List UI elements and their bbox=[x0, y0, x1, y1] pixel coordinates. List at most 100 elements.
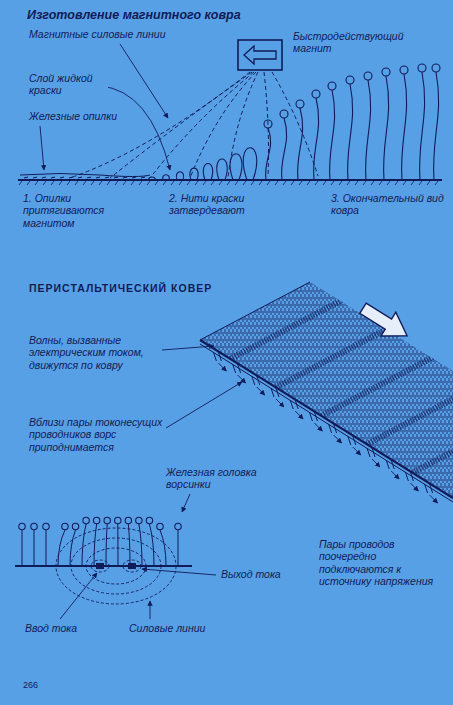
wire-pair bbox=[252, 376, 265, 395]
current-arrow bbox=[295, 411, 303, 419]
iron-head bbox=[175, 523, 181, 529]
ground-hatch bbox=[387, 181, 390, 185]
callout: Выход тока bbox=[220, 568, 310, 580]
iron-head bbox=[115, 517, 121, 523]
step-caption: 1. Опилки притягиваются магнитом bbox=[22, 192, 144, 229]
iron-head bbox=[31, 523, 37, 529]
paint-loop bbox=[163, 175, 170, 180]
ground-hatch bbox=[123, 181, 126, 185]
paint-loop bbox=[176, 172, 183, 180]
step-caption: 2. Нити краски затвердевают bbox=[168, 192, 280, 217]
ground-hatch bbox=[395, 181, 398, 185]
iron-head bbox=[136, 517, 142, 523]
current-arrow bbox=[430, 495, 438, 503]
iron-head bbox=[19, 523, 25, 529]
wire-pair bbox=[425, 484, 438, 503]
paint-strand bbox=[266, 128, 271, 180]
iron-filing bbox=[33, 177, 37, 178]
pile-stem bbox=[128, 524, 130, 566]
pile-stem bbox=[70, 530, 76, 566]
wire bbox=[252, 376, 260, 385]
pile-stem bbox=[22, 530, 23, 566]
iron-head bbox=[72, 523, 78, 529]
paint-loop bbox=[230, 154, 242, 180]
iron-head bbox=[83, 517, 89, 523]
strand-head bbox=[280, 110, 288, 118]
wire bbox=[386, 460, 394, 469]
ground-hatch bbox=[163, 181, 166, 185]
field-line bbox=[123, 560, 141, 572]
ground-hatch bbox=[219, 181, 222, 185]
ground-hatch bbox=[67, 181, 70, 185]
paint-loop bbox=[243, 148, 257, 180]
leader-line bbox=[166, 382, 242, 428]
ground-hatch bbox=[411, 181, 414, 185]
current-arrow bbox=[334, 435, 342, 443]
pile-stem bbox=[117, 524, 118, 566]
ground-hatch bbox=[331, 181, 334, 185]
ground-hatch bbox=[427, 181, 430, 185]
leader-line bbox=[40, 126, 44, 170]
ground-hatch bbox=[195, 181, 198, 185]
wave-ridge bbox=[321, 337, 453, 416]
current-arrow bbox=[391, 471, 399, 479]
step-caption: 3. Окончательный вид ковра bbox=[330, 192, 446, 217]
ground-hatch bbox=[115, 181, 118, 185]
ground-hatch bbox=[267, 181, 270, 185]
current-arrow bbox=[410, 483, 418, 491]
ground-hatch bbox=[59, 181, 62, 185]
leader-line bbox=[150, 601, 151, 619]
field-line bbox=[272, 72, 318, 176]
wire bbox=[290, 400, 298, 409]
strand-head bbox=[400, 66, 408, 74]
ground-hatch bbox=[43, 181, 46, 185]
iron-filing bbox=[78, 177, 82, 178]
ground-hatch bbox=[179, 181, 182, 185]
leader-line bbox=[120, 44, 168, 118]
field-line bbox=[71, 538, 161, 594]
iron-filing bbox=[105, 177, 109, 178]
ground-hatch bbox=[275, 181, 278, 185]
wire-pair bbox=[329, 424, 342, 443]
wire bbox=[233, 364, 241, 373]
iron-head bbox=[104, 517, 110, 523]
conductor bbox=[96, 563, 104, 569]
ground-hatch bbox=[227, 181, 230, 185]
leader-line bbox=[162, 346, 214, 350]
paint-layer bbox=[20, 174, 150, 177]
wire bbox=[309, 412, 317, 421]
current-arrow bbox=[218, 363, 226, 371]
ground-hatch bbox=[379, 181, 382, 185]
ground-hatch bbox=[19, 181, 22, 185]
iron-filing bbox=[141, 177, 145, 178]
ground-hatch bbox=[99, 181, 102, 185]
wire-pair bbox=[290, 400, 303, 419]
iron-filing bbox=[114, 177, 118, 178]
wire bbox=[271, 388, 279, 397]
callout: Волны, вызванные электрическим током, дв… bbox=[28, 334, 160, 371]
field-line bbox=[86, 548, 146, 584]
ground-hatch bbox=[27, 181, 30, 185]
ground-hatch bbox=[235, 181, 238, 185]
wire bbox=[348, 436, 356, 445]
iron-head bbox=[146, 517, 152, 523]
pile-stem bbox=[46, 530, 47, 566]
wire-pair bbox=[233, 364, 246, 383]
section-heading: ПЕРИСТАЛЬТИЧЕСКИЙ КОВЕР bbox=[28, 282, 278, 294]
callout: Магнитные силовые линии bbox=[28, 28, 178, 40]
pile-stem bbox=[82, 524, 86, 566]
paint-strand bbox=[282, 118, 287, 180]
wave-ridge bbox=[367, 365, 453, 444]
iron-filing bbox=[132, 177, 136, 178]
callout: Силовые линии bbox=[128, 622, 228, 634]
ground-hatch bbox=[75, 181, 78, 185]
ground-hatch bbox=[131, 181, 134, 185]
paint-loop bbox=[190, 168, 198, 180]
iron-filing bbox=[42, 177, 46, 178]
wire bbox=[405, 472, 413, 481]
conductor bbox=[128, 563, 136, 569]
ground-hatch bbox=[347, 181, 350, 185]
paint-strand bbox=[314, 98, 319, 180]
ground-hatch bbox=[171, 181, 174, 185]
ground-hatch bbox=[251, 181, 254, 185]
